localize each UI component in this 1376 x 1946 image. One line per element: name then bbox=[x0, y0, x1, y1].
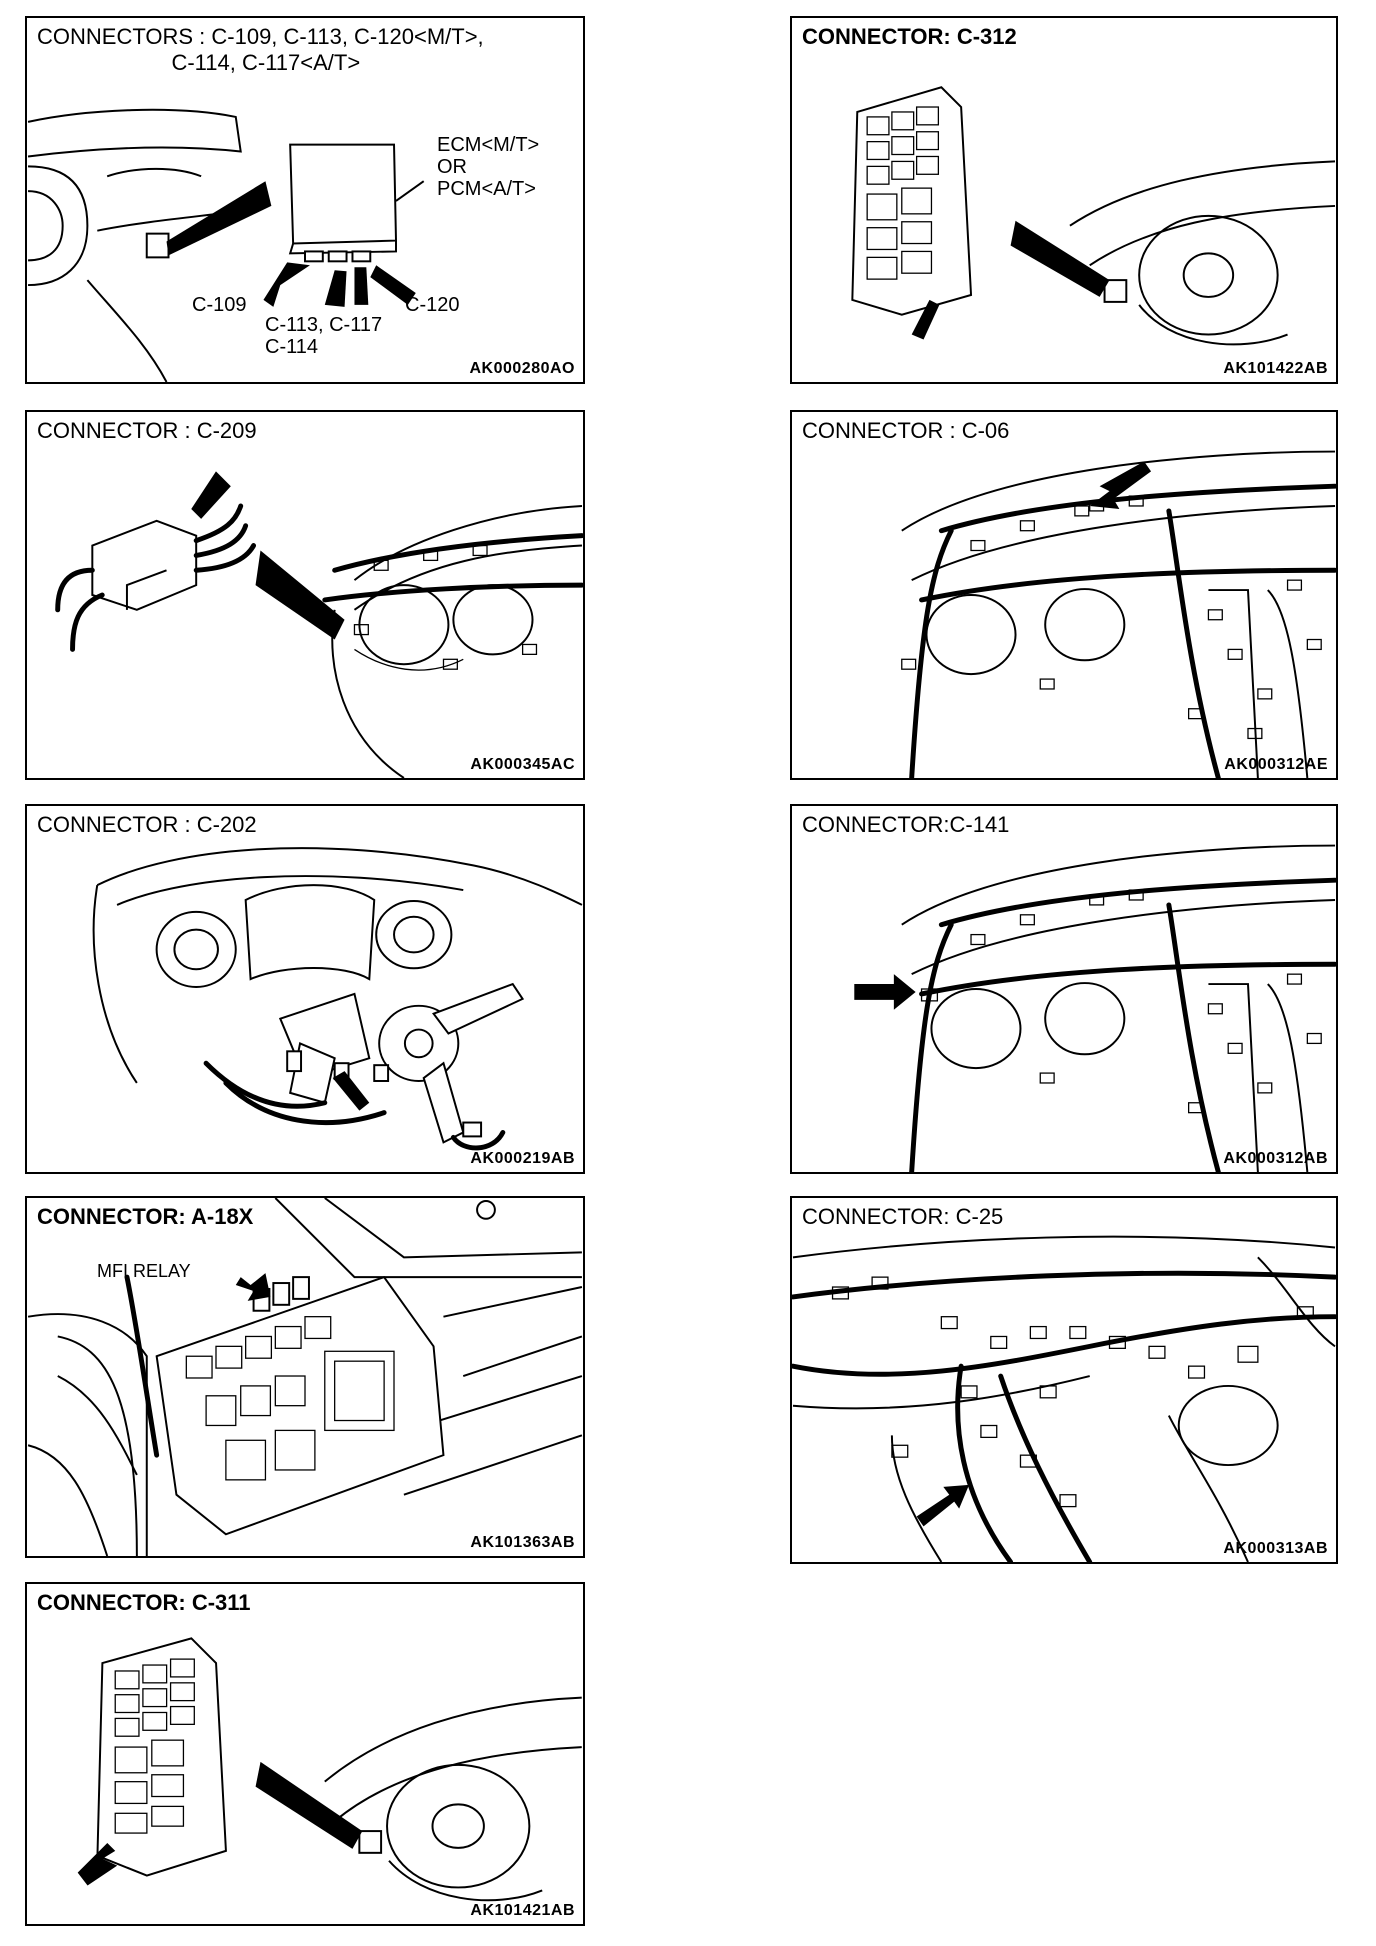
panel-title: CONNECTORS : C-109, C-113, C-120<M/T>, C… bbox=[37, 24, 484, 75]
c-209-harness-illustration bbox=[55, 471, 583, 778]
panel-title: CONNECTOR: C-311 bbox=[37, 1590, 251, 1615]
c-109-label: C-109 bbox=[192, 294, 247, 316]
figure-code: AK101422AB bbox=[1223, 360, 1328, 377]
steering-column-illustration bbox=[92, 847, 583, 1151]
figure-code: AK000312AE bbox=[1224, 756, 1328, 773]
panel-title: CONNECTOR:C-141 bbox=[802, 812, 1010, 837]
diagram-panel-connector-c-311: CONNECTOR: C-311 AK101421AB bbox=[25, 1582, 585, 1926]
diagram-panel-connector-c-202: CONNECTOR : C-202 AK000219AB bbox=[25, 804, 585, 1174]
figure-code: AK000219AB bbox=[470, 1150, 575, 1167]
c-311-location-marker-icon bbox=[358, 1830, 383, 1854]
engine-relay-box-illustration bbox=[27, 1198, 583, 1556]
c-312-location-marker-icon bbox=[1103, 279, 1128, 303]
ecm-location-marker-icon bbox=[145, 232, 170, 259]
panel-title: CONNECTOR : C-202 bbox=[37, 812, 257, 837]
mfi-relay-label: MFI RELAY bbox=[97, 1261, 191, 1281]
diagram-panel-connector-c-25: CONNECTOR: C-25 AK000313AB bbox=[790, 1196, 1338, 1564]
figure-code: AK000312AB bbox=[1223, 1150, 1328, 1167]
ecm-label: ECM<M/T> OR PCM<A/T> bbox=[437, 134, 540, 200]
panel-title: CONNECTOR : C-209 bbox=[37, 418, 257, 443]
c-06-harness-illustration bbox=[901, 450, 1336, 778]
panel-title: CONNECTOR: C-25 bbox=[802, 1204, 1004, 1229]
c-141-harness-illustration bbox=[854, 844, 1336, 1172]
diagram-panel-connector-c-06: CONNECTOR : C-06 AK000312AE bbox=[790, 410, 1338, 780]
diagram-panel-connector-a-18x: CONNECTOR: A-18X MFI RELAY AK101363AB bbox=[25, 1196, 585, 1558]
panel-title: CONNECTOR: C-312 bbox=[802, 24, 1017, 49]
figure-code: AK101421AB bbox=[470, 1902, 575, 1919]
ecm-location-illustration bbox=[27, 108, 425, 382]
c-25-harness-illustration bbox=[792, 1235, 1336, 1562]
figure-code: AK000345AC bbox=[470, 756, 575, 773]
panel-title: CONNECTOR: A-18X bbox=[37, 1204, 254, 1229]
relay-box-illustration bbox=[77, 1637, 582, 1902]
diagram-panel-connector-c-312: CONNECTOR: C-312 AK101422AB bbox=[790, 16, 1338, 384]
diagram-panel-connector-c-141: CONNECTOR:C-141 AK000312AB bbox=[790, 804, 1338, 1174]
relay-box-illustration bbox=[851, 86, 1336, 346]
diagram-panel-ecm-connectors: CONNECTORS : C-109, C-113, C-120<M/T>, C… bbox=[25, 16, 585, 384]
panel-title: CONNECTOR : C-06 bbox=[802, 418, 1010, 443]
figure-code: AK000280AO bbox=[469, 360, 575, 377]
c-113-c-117-c-114-label: C-113, C-117 C-114 bbox=[265, 314, 383, 358]
diagram-panel-connector-c-209: CONNECTOR : C-209 AK000345AC bbox=[25, 410, 585, 780]
c-120-label: C-120 bbox=[405, 294, 460, 316]
figure-code: AK101363AB bbox=[470, 1534, 575, 1551]
figure-code: AK000313AB bbox=[1223, 1540, 1328, 1557]
